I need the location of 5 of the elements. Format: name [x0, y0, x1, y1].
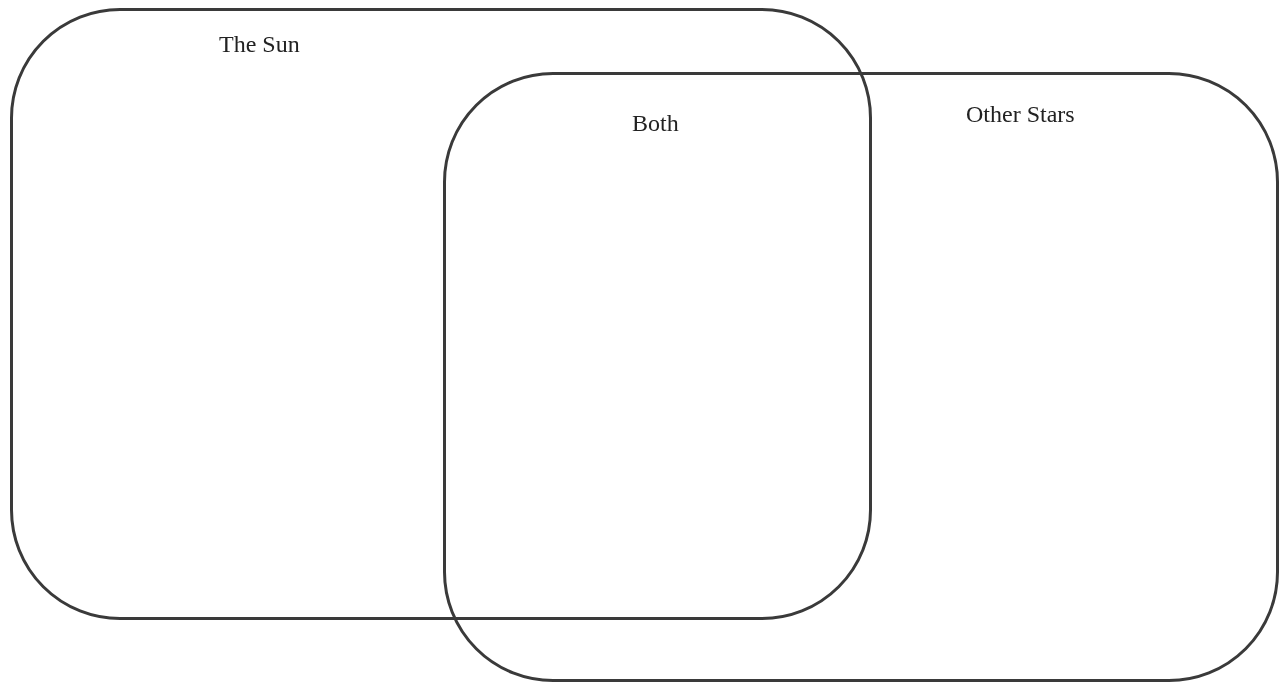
overlap-title: Both: [632, 110, 679, 137]
region-title: Other Stars: [966, 101, 1075, 128]
venn-region: [443, 72, 1279, 682]
venn-region: [10, 8, 872, 620]
region-title: The Sun: [219, 31, 300, 58]
